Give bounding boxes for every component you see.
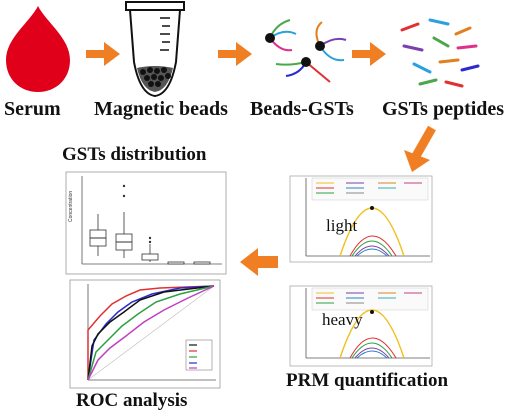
- peptides-icon: [400, 18, 480, 88]
- prm-light-label: light: [326, 216, 358, 235]
- roc-analysis-label: ROC analysis: [76, 390, 188, 411]
- arrow-1: [86, 42, 120, 66]
- prm-quantification-label: PRM quantification: [286, 370, 449, 391]
- roc-chart: [69, 279, 221, 389]
- serum-label: Serum: [4, 98, 61, 120]
- arrow-2: [218, 42, 252, 66]
- magnetic-beads-label: Magnetic beads: [94, 98, 228, 120]
- prm-heavy-label: heavy: [322, 310, 363, 329]
- beads-gsts-icon: [265, 19, 347, 83]
- distribution-boxplot: Concentration: [65, 171, 227, 275]
- arrow-left: [240, 248, 278, 276]
- gsts-peptides-label: GSTs peptides: [382, 98, 505, 120]
- blood-drop-icon: [6, 6, 70, 92]
- arrow-down-diagonal: [404, 125, 436, 172]
- svg-text:Concentration: Concentration: [68, 191, 74, 222]
- gsts-distribution-label: GSTs distribution: [62, 144, 207, 165]
- tube-icon: [125, 1, 185, 98]
- prm-light-chart: [289, 175, 433, 263]
- beads-gsts-label: Beads-GSTs: [250, 98, 354, 120]
- arrow-3: [352, 42, 386, 66]
- prm-heavy-chart: [289, 285, 433, 367]
